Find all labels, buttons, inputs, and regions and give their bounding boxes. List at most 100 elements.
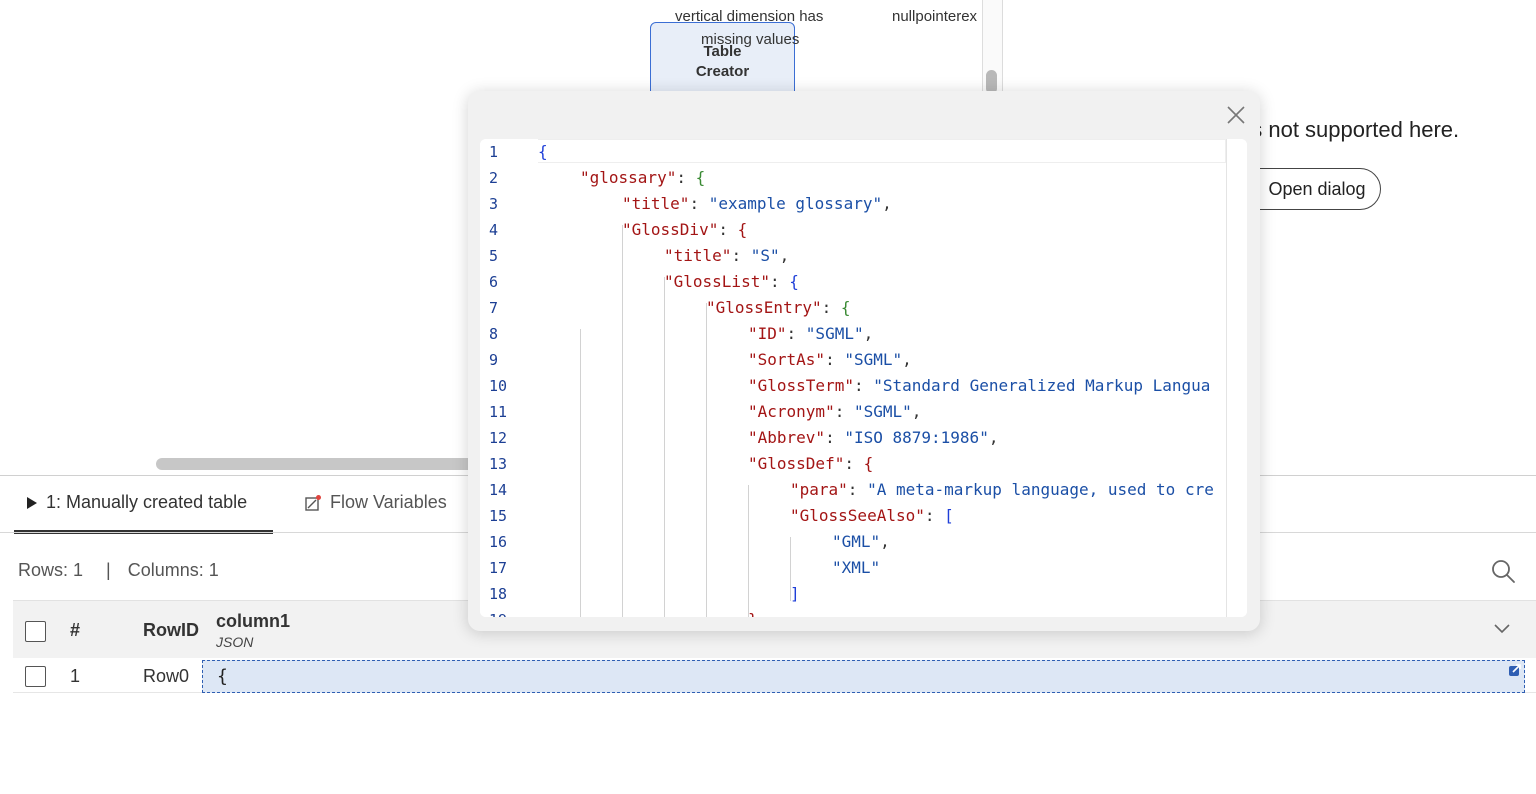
code-line[interactable]: "GlossList": { [664, 269, 799, 295]
indent-guide [664, 277, 665, 617]
line-number: 17 [489, 559, 508, 577]
line-number: 5 [489, 247, 499, 265]
code-token: , [880, 532, 890, 551]
code-line[interactable]: "para": "A meta-markup language, used to… [790, 477, 1214, 503]
select-all-checkbox[interactable] [25, 621, 46, 642]
code-line[interactable]: "title": "S", [664, 243, 789, 269]
code-token: "SortAs" [748, 350, 826, 369]
code-token: : [844, 454, 864, 473]
code-token: "GlossTerm" [748, 376, 854, 395]
code-token: "example glossary" [708, 194, 883, 213]
cell-value: { [217, 666, 228, 687]
code-token: "title" [622, 194, 690, 213]
node-annotation-nullpointer: nullpointerex [892, 8, 978, 25]
line-number: 16 [489, 533, 508, 551]
node-title-line1: Table [703, 43, 742, 60]
close-icon[interactable] [1225, 104, 1247, 126]
tab-label: 1: Manually created table [46, 492, 248, 512]
code-line[interactable]: "ID": "SGML", [748, 321, 873, 347]
code-token: { [737, 220, 748, 239]
code-line[interactable]: ] [790, 581, 800, 607]
code-token: "XML" [832, 558, 881, 577]
row-rowid: Row0 [143, 666, 190, 686]
node-annotation-line1: vertical dimension has [675, 8, 824, 25]
tab-flow-variables[interactable]: Flow Variables [304, 492, 447, 513]
code-token: : [924, 506, 945, 525]
row-checkbox[interactable] [25, 666, 46, 687]
line-number: 3 [489, 195, 499, 213]
code-token: { [695, 168, 706, 187]
editor-scrollbar[interactable] [1226, 139, 1247, 617]
code-token: , [779, 246, 790, 265]
code-line[interactable]: } [748, 607, 758, 617]
code-token: : [676, 168, 696, 187]
code-token: "GlossDef" [748, 454, 845, 473]
indent-guide [748, 485, 749, 617]
code-token: "Abbrev" [748, 428, 826, 447]
line-number: 8 [489, 325, 499, 343]
code-token: , [882, 194, 892, 213]
code-content[interactable]: {"glossary": {"title": "example glossary… [538, 139, 1226, 617]
code-line[interactable]: "GlossEntry": { [706, 295, 851, 321]
table-stats: Rows: 1 | Columns: 1 [18, 560, 219, 581]
code-line[interactable]: "title": "example glossary", [622, 191, 892, 217]
code-line[interactable]: "XML" [832, 555, 880, 581]
code-line[interactable]: { [538, 139, 548, 165]
code-line[interactable]: "Acronym": "SGML", [748, 399, 921, 425]
indent-guide [622, 225, 623, 617]
line-number: 11 [489, 403, 508, 421]
code-line[interactable]: "GlossSeeAlso": [ [790, 503, 954, 529]
code-token: : [847, 480, 868, 499]
code-token: "glossary" [580, 168, 677, 187]
rows-count: Rows: 1 [18, 560, 84, 580]
code-token: { [863, 454, 874, 473]
columns-count: Columns: 1 [127, 560, 219, 580]
code-token: : [731, 246, 751, 265]
header-rowid[interactable]: RowID [143, 620, 199, 640]
code-token: , [911, 402, 922, 421]
code-token: : [825, 350, 845, 369]
selected-cell[interactable]: { [202, 660, 1525, 693]
code-token: { [840, 298, 851, 317]
code-line[interactable]: "GlossTerm": "Standard Generalized Marku… [748, 373, 1210, 399]
code-token: "Acronym" [748, 402, 835, 421]
line-number: 18 [489, 585, 508, 603]
code-token: : [821, 298, 841, 317]
indent-guide [790, 537, 791, 601]
play-icon [27, 496, 37, 509]
code-token: : [825, 428, 845, 447]
code-line[interactable]: "Abbrev": "ISO 8879:1986", [748, 425, 998, 451]
code-token: "A meta-markup language, used to cre [867, 480, 1214, 499]
tab-label: Flow Variables [330, 492, 447, 512]
json-editor[interactable]: 12345678910111213141516171819 {"glossary… [480, 139, 1247, 617]
line-number: 15 [489, 507, 508, 525]
code-line[interactable]: "GML", [832, 529, 890, 555]
code-line[interactable]: "SortAs": "SGML", [748, 347, 912, 373]
code-token: "para" [790, 480, 848, 499]
code-token: "title" [664, 246, 732, 265]
expand-cell-icon[interactable] [1508, 663, 1522, 677]
code-token: , [988, 428, 999, 447]
node-title: Table Creator [650, 42, 795, 82]
canvas-horizontal-scroll-thumb[interactable] [156, 458, 486, 470]
search-icon[interactable] [1490, 558, 1516, 584]
line-number: 10 [489, 377, 508, 395]
code-line[interactable]: "GlossDiv": { [622, 217, 747, 243]
chevron-down-icon[interactable] [1492, 620, 1512, 636]
code-token: "SGML" [805, 324, 864, 343]
code-token: , [863, 324, 874, 343]
code-token: "GlossDiv" [622, 220, 719, 239]
canvas-vertical-scroll-thumb[interactable] [986, 70, 997, 94]
line-number: 1 [489, 143, 499, 161]
code-token: "ISO 8879:1986" [844, 428, 989, 447]
line-number: 2 [489, 169, 499, 187]
line-number-gutter: 12345678910111213141516171819 [480, 139, 538, 617]
code-line[interactable]: "glossary": { [580, 165, 705, 191]
header-column1-type: JSON [216, 634, 254, 650]
code-token: , [902, 350, 912, 369]
code-token: "Standard Generalized Markup Langua [873, 376, 1211, 395]
header-column1[interactable]: column1 [216, 611, 291, 631]
code-token: "S" [750, 246, 780, 265]
code-line[interactable]: "GlossDef": { [748, 451, 873, 477]
tab-manually-created-table[interactable]: 1: Manually created table [26, 492, 247, 513]
